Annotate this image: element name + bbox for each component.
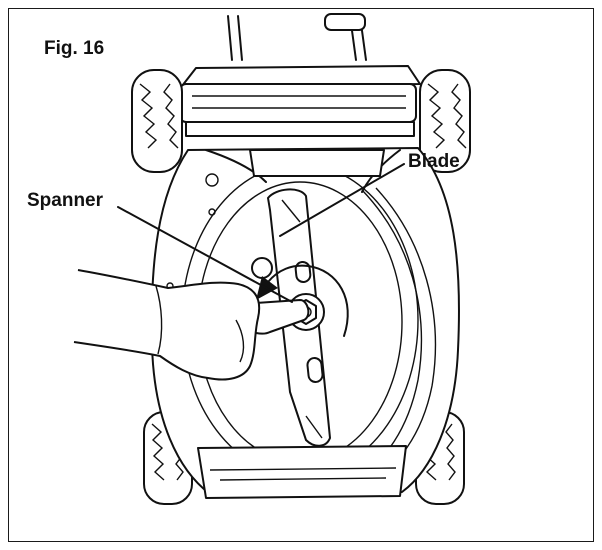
- rear-right-wheel: [419, 69, 471, 173]
- blade-callout-label: Blade: [408, 151, 460, 172]
- figure-frame: [8, 8, 594, 542]
- handle: [227, 13, 367, 61]
- rear-left-wheel: [131, 69, 183, 173]
- blade-leader-line: [279, 163, 405, 237]
- hand-with-spanner: [73, 269, 310, 381]
- rear-flap: [179, 65, 421, 137]
- figure-label: Fig. 16: [44, 38, 105, 59]
- spanner-callout-label: Spanner: [27, 190, 104, 211]
- spanner-leader-line: [117, 206, 293, 303]
